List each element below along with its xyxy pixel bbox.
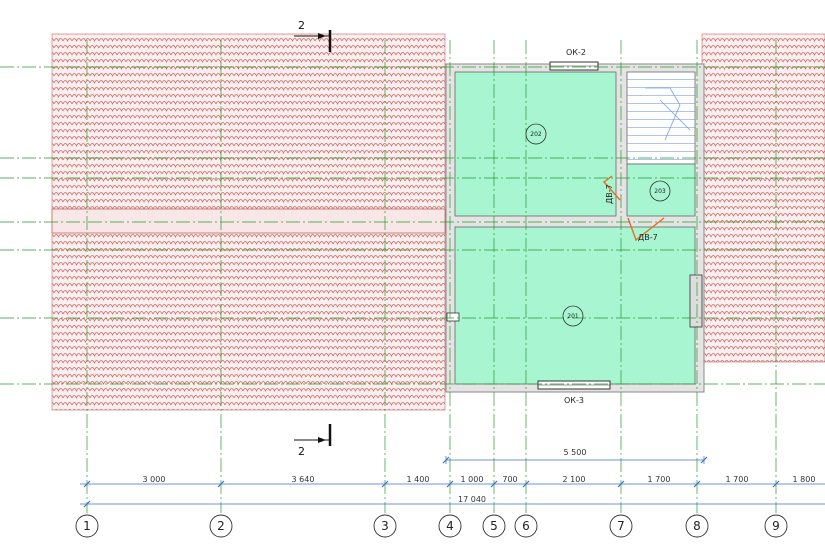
dim-segment: 3 640 [292,475,315,484]
dim-segment: 1 800 [793,475,816,484]
room-tag-202: 202 [525,123,547,145]
roof-right [701,33,825,363]
svg-text:2: 2 [217,519,225,533]
dim-segment: 3 000 [143,475,166,484]
wall-vent [446,312,460,322]
svg-text:9: 9 [772,519,780,533]
svg-text:3: 3 [381,519,389,533]
door-left [602,175,621,201]
room-tag-201: 201 [562,305,584,327]
room-203 [626,163,696,217]
room-tag-203: 203 [649,180,671,202]
svg-text:5: 5 [490,519,498,533]
dim-segment: 1 000 [461,475,484,484]
axis-bubble: 3 [373,514,397,538]
svg-text:8: 8 [693,519,701,533]
door-right-label: ДВ-7 [638,233,658,242]
dim-segment: 700 [502,475,517,484]
axis-bubble: 8 [685,514,709,538]
dim-segment: 1 400 [407,475,430,484]
svg-text:202: 202 [530,131,542,138]
roof-ridge-strip [51,208,446,234]
stairwell [626,71,696,165]
axis-bubbles: 1 2 3 4 5 6 7 8 9 [75,514,788,538]
section-mark-bottom: 2 [294,424,332,458]
door-right [627,217,665,242]
dim-segment: 1 700 [648,475,671,484]
axis-bubble: 9 [764,514,788,538]
dimension-lines [80,456,825,508]
window-bottom-label: ОК-3 [564,396,584,405]
svg-text:6: 6 [522,519,530,533]
axis-bubble: 4 [438,514,462,538]
svg-text:201: 201 [567,313,579,320]
svg-text:2: 2 [298,19,305,32]
axis-bubble: 2 [209,514,233,538]
svg-text:1: 1 [83,519,91,533]
axis-bubble: 7 [609,514,633,538]
window-top-label: ОК-2 [566,48,586,57]
svg-text:4: 4 [446,519,454,533]
svg-text:2: 2 [298,445,305,458]
axis-bubble: 6 [514,514,538,538]
dim-segment: 2 100 [563,475,586,484]
dim-total: 17 040 [458,495,486,504]
axis-bubble: 1 [75,514,99,538]
door-left-label: ДВ-7 [605,184,614,204]
dim-segment: 1 700 [726,475,749,484]
dim-overall-upper: 5 500 [564,448,587,457]
section-mark-top: 2 [294,19,332,52]
svg-text:203: 203 [654,188,666,195]
room-201 [454,226,696,385]
axis-bubble: 5 [482,514,506,538]
grid-axes [0,40,825,513]
svg-text:7: 7 [617,519,625,533]
wall-radiator [689,274,703,328]
stair-arrow [645,87,691,141]
